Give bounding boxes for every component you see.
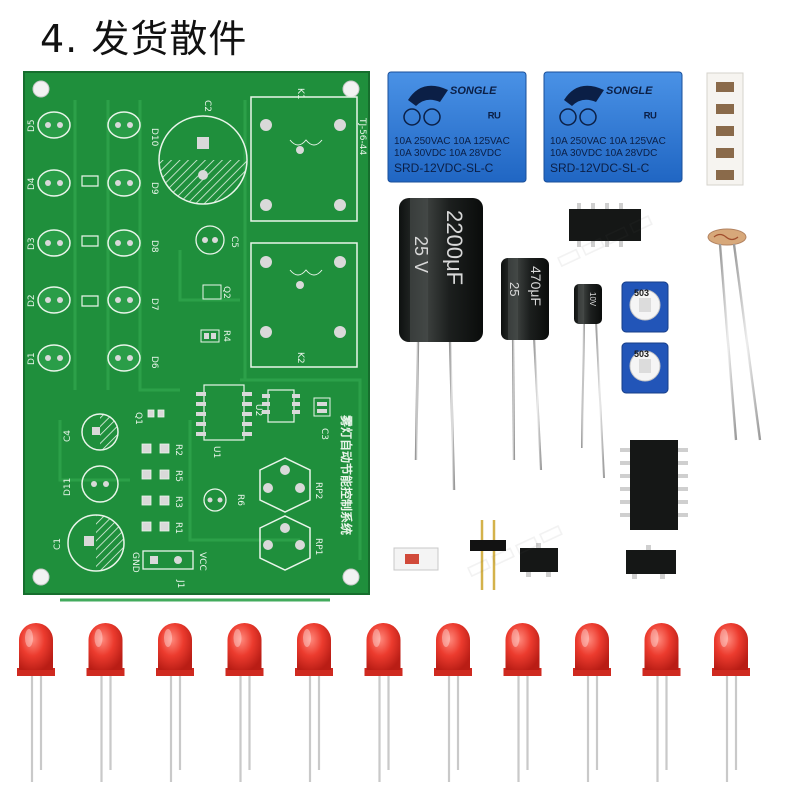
label-d6: D6 [149, 356, 159, 369]
relay-1-brand: SONGLE [450, 85, 497, 97]
svg-text:ᴿᵁ: ᴿᵁ [644, 109, 657, 125]
red-led [225, 623, 264, 782]
pcb-board: D5 D4 D3 D2 D1 D10 D9 D8 D7 D6 C2 K1 K2 … [23, 71, 370, 602]
label-d10: D10 [149, 128, 159, 147]
label-rp2: RP2 [313, 482, 323, 499]
relay-1: SONGLE ᴿᵁ 10A 250VAC 10A 125VAC 10A 30VD… [387, 71, 527, 183]
mounting-hole [32, 80, 50, 98]
red-led [573, 623, 611, 782]
pcb-silkscreen-title: 雾灯自动节能控制系统 [339, 414, 354, 535]
red-led [364, 623, 403, 782]
label-k2: K2 [295, 352, 305, 364]
mounting-hole [342, 80, 360, 98]
label-d2: D2 [27, 294, 37, 307]
relay-1-rating-2: 10A 30VDC 10A 28VDC [394, 148, 501, 159]
label-u2: U2 [253, 404, 263, 416]
led-pads-right [107, 111, 141, 372]
pot-1-code: 503 [634, 288, 649, 298]
label-c3: C3 [319, 428, 329, 440]
relay-2-brand: SONGLE [606, 85, 653, 97]
label-d3: D3 [27, 237, 37, 250]
label-r4: R4 [221, 330, 231, 342]
label-r5: R5 [173, 470, 183, 482]
potentiometer-2: 503 [621, 342, 669, 394]
capacitor-2200uf: 2200μF 25 V [399, 198, 483, 491]
cap-2200-value: 2200μF [442, 210, 467, 285]
smd-transistor-2 [626, 545, 676, 579]
label-r3: R3 [173, 496, 183, 508]
red-led [17, 623, 55, 782]
pcb-model-code: TJ-56-44 [357, 117, 367, 156]
relay-1-model: SRD-12VDC-SL-C [394, 161, 494, 175]
red-led [503, 623, 542, 782]
smd-tape-strip [706, 72, 744, 186]
label-rp1: RP1 [313, 538, 323, 555]
cap-470-value: 470μF [528, 266, 544, 306]
relay-1-rating-1: 10A 250VAC 10A 125VAC [394, 136, 510, 147]
mounting-hole [342, 568, 360, 586]
led-pads-left [37, 111, 71, 372]
red-led [295, 623, 333, 782]
small-connector [393, 547, 439, 571]
label-d8: D8 [149, 240, 159, 253]
photoresistor [707, 228, 762, 441]
red-led [712, 623, 750, 782]
potentiometer-1: 503 [621, 281, 669, 333]
cap-small-value: 10V [588, 292, 597, 307]
label-u1: U1 [211, 446, 221, 458]
c2-footprint [158, 115, 248, 205]
cap-470-voltage: 25 [507, 282, 522, 296]
smd-ic-top [569, 203, 641, 247]
label-vcc: VCC [197, 552, 207, 571]
relay-2-rating-2: 10A 30VDC 10A 28VDC [550, 148, 657, 159]
red-led [86, 623, 125, 782]
label-r2: R2 [173, 444, 183, 456]
label-c1: C1 [53, 538, 63, 550]
label-j1: J1 [175, 579, 185, 588]
label-d4: D4 [27, 177, 37, 190]
red-led [434, 623, 472, 782]
cap-2200-voltage: 25 V [411, 236, 431, 273]
svg-text:ᴿᵁ: ᴿᵁ [488, 109, 501, 125]
label-q1: Q1 [133, 412, 143, 425]
label-k1: K1 [295, 88, 305, 100]
label-c2: C2 [202, 100, 212, 112]
svg-text:▭▭▭▭: ▭▭▭▭ [459, 512, 569, 587]
red-led [156, 623, 194, 782]
label-q2: Q2 [221, 286, 231, 299]
mounting-hole [32, 568, 50, 586]
label-gnd: GND [130, 552, 140, 573]
label-r6: R6 [235, 494, 245, 506]
relay-2-model: SRD-12VDC-SL-C [550, 161, 650, 175]
relay-2-rating-1: 10A 250VAC 10A 125VAC [550, 136, 666, 147]
label-d9: D9 [149, 182, 159, 195]
label-c4: C4 [63, 430, 73, 442]
label-d11: D11 [63, 478, 73, 496]
page-title: 4. 发货散件 [40, 17, 248, 61]
red-led [642, 623, 681, 782]
relay-2: SONGLE ᴿᵁ 10A 250VAC 10A 125VAC 10A 30VD… [543, 71, 683, 183]
label-d5: D5 [27, 119, 37, 132]
pin-header [470, 520, 506, 590]
led-row [17, 623, 750, 782]
label-d1: D1 [27, 352, 37, 365]
label-d7: D7 [149, 298, 159, 311]
smd-ic-right [620, 440, 688, 530]
label-r1: R1 [173, 522, 183, 534]
capacitor-470uf: 470μF 25 [501, 258, 549, 471]
smd-transistor-1 [520, 543, 558, 577]
pot-2-code: 503 [634, 349, 649, 359]
label-c5: C5 [229, 236, 239, 248]
capacitor-small: 10V [574, 284, 605, 479]
